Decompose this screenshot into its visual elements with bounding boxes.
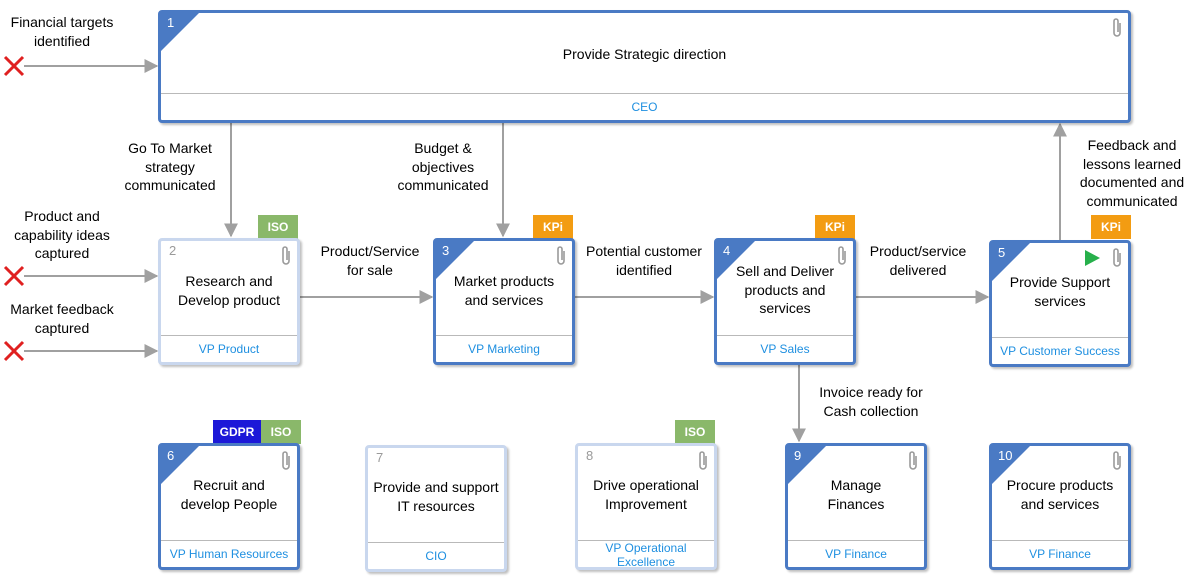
process-title: Recruit and develop People <box>180 477 278 512</box>
process-number: 5 <box>998 245 1006 260</box>
process-title: Procure products and services <box>1006 477 1114 512</box>
process-owner[interactable]: VP Product <box>161 335 297 362</box>
process-number: 6 <box>167 448 175 463</box>
process-box-6[interactable]: 6 Recruit and develop People VP Human Re… <box>158 443 300 570</box>
process-owner[interactable]: VP Sales <box>717 335 853 362</box>
process-title: Provide Strategic direction <box>562 46 727 62</box>
process-box-1[interactable]: 1 Provide Strategic direction CEO <box>158 10 1131 123</box>
flow-label-potential-customer: Potential customer identified <box>586 243 702 278</box>
flow-label-budget: Budget & objectives communicated <box>397 140 489 193</box>
process-owner[interactable]: VP Customer Success <box>992 337 1128 364</box>
number-corner <box>436 241 474 279</box>
number-corner <box>161 13 199 51</box>
paperclip-icon[interactable] <box>1111 247 1123 269</box>
process-box-10[interactable]: 10 Procure products and services VP Fina… <box>989 443 1131 570</box>
number-corner <box>992 243 1030 281</box>
number-corner <box>788 446 826 484</box>
process-owner[interactable]: CEO <box>161 93 1128 120</box>
process-box-8[interactable]: 8 Drive operational Improvement VP Opera… <box>575 443 717 570</box>
process-number: 9 <box>794 448 802 463</box>
paperclip-icon[interactable] <box>1111 17 1123 39</box>
process-owner[interactable]: VP Operational Excellence <box>578 540 714 567</box>
process-box-7[interactable]: 7 Provide and support IT resources CIO <box>365 445 507 572</box>
iso-tag[interactable]: ISO <box>675 420 715 444</box>
iso-tag[interactable]: ISO <box>258 215 298 239</box>
process-owner[interactable]: VP Human Resources <box>161 540 297 567</box>
kpi-tag[interactable]: KPi <box>815 215 855 239</box>
paperclip-icon[interactable] <box>907 450 919 472</box>
paperclip-icon[interactable] <box>555 245 567 267</box>
flow-label-product-for-sale: Product/Service for sale <box>320 243 420 278</box>
x-mark-icon <box>3 340 25 362</box>
process-number: 7 <box>376 450 384 465</box>
number-corner <box>717 241 755 279</box>
flow-label-invoice-ready: Invoice ready for Cash collection <box>819 384 923 419</box>
process-owner[interactable]: VP Marketing <box>436 335 572 362</box>
paperclip-icon[interactable] <box>836 245 848 267</box>
process-number: 1 <box>167 15 175 30</box>
flow-label-market-feedback: Market feedback captured <box>10 301 114 336</box>
number-corner <box>992 446 1030 484</box>
iso-tag[interactable]: ISO <box>261 420 301 444</box>
process-number: 2 <box>169 243 177 258</box>
paperclip-icon[interactable] <box>280 245 292 267</box>
paperclip-icon[interactable] <box>1111 450 1123 472</box>
flow-label-feedback-lessons: Feedback and lessons learned documented … <box>1079 137 1185 209</box>
process-title: Sell and Deliver products and services <box>735 263 835 316</box>
process-number: 3 <box>442 243 450 258</box>
paperclip-icon[interactable] <box>280 450 292 472</box>
process-title: Research and Develop product <box>178 273 280 308</box>
process-title: Manage Finances <box>827 477 885 512</box>
process-owner[interactable]: VP Finance <box>788 540 924 567</box>
process-owner[interactable]: VP Finance <box>992 540 1128 567</box>
process-box-2[interactable]: 2 Research and Develop product VP Produc… <box>158 238 300 365</box>
process-number: 4 <box>723 243 731 258</box>
number-corner <box>161 446 199 484</box>
process-box-4[interactable]: 4 Sell and Deliver products and services… <box>714 238 856 365</box>
paperclip-icon[interactable] <box>697 450 709 472</box>
process-title: Market products and services <box>453 273 555 308</box>
process-owner[interactable]: CIO <box>368 542 504 569</box>
x-mark-icon <box>3 265 25 287</box>
process-number: 8 <box>586 448 594 463</box>
flow-label-product-ideas: Product and capability ideas captured <box>14 208 110 261</box>
process-number: 10 <box>998 448 1013 463</box>
kpi-tag[interactable]: KPi <box>1091 215 1131 239</box>
process-box-5[interactable]: 5 Provide Support services VP Customer S… <box>989 240 1131 367</box>
gdpr-tag[interactable]: GDPR <box>213 420 261 444</box>
play-icon[interactable] <box>1085 250 1100 266</box>
flow-label-service-delivered: Product/service delivered <box>869 243 967 278</box>
process-title: Drive operational Improvement <box>593 477 699 512</box>
flow-label-financial-targets: Financial targets identified <box>10 14 114 49</box>
process-title: Provide Support services <box>1009 274 1111 309</box>
flow-label-gtm-strategy: Go To Market strategy communicated <box>124 140 216 193</box>
process-box-9[interactable]: 9 Manage Finances VP Finance <box>785 443 927 570</box>
kpi-tag[interactable]: KPi <box>533 215 573 239</box>
process-title: Provide and support IT resources <box>373 479 499 514</box>
process-box-3[interactable]: 3 Market products and services VP Market… <box>433 238 575 365</box>
x-mark-icon <box>3 55 25 77</box>
